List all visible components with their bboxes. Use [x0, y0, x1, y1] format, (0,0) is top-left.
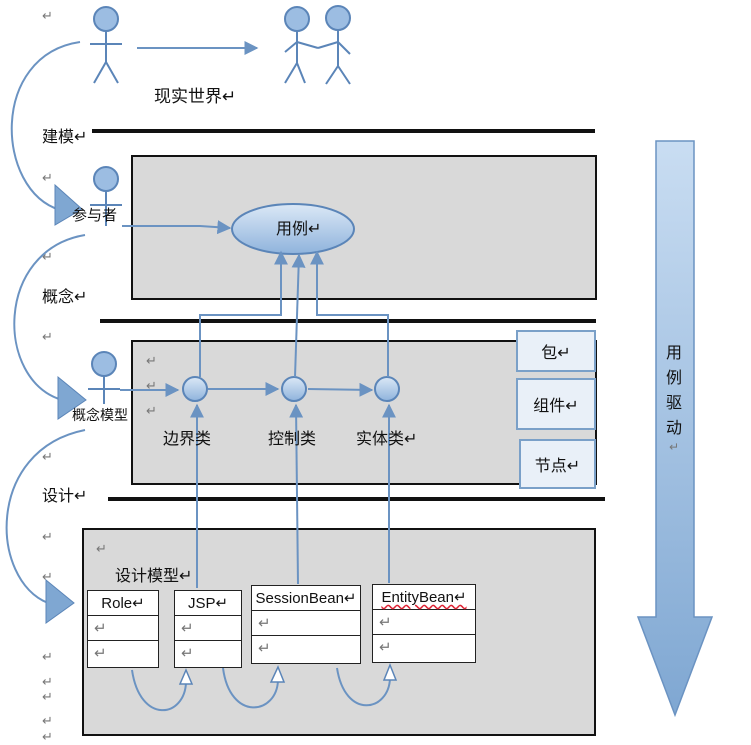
sessionbean-to-entitybean-curve — [336, 667, 391, 707]
class-methods: ↵ — [181, 645, 194, 662]
component-box[interactable]: 组件↵ — [516, 378, 596, 430]
curve-arrow-concept — [13, 234, 86, 401]
return-mark: ↵ — [42, 650, 53, 665]
node-box[interactable]: 节点↵ — [519, 439, 596, 489]
participant-actor-icon — [90, 166, 122, 226]
actors-handshake-icon — [284, 5, 351, 85]
modeling-label: 建模↵ — [42, 127, 88, 146]
entity-class-node[interactable] — [374, 376, 400, 402]
class-name-jsp: JSP↵ — [175, 591, 241, 616]
role-to-jsp-arrowhead-icon — [178, 668, 194, 685]
return-mark: ↵ — [42, 570, 53, 585]
class-attributes: ↵ — [373, 610, 475, 635]
class-attributes: ↵ — [88, 616, 158, 641]
use-case-driven-label: 用 例 驱 动 ↵ — [665, 343, 682, 454]
component-label: 组件↵ — [533, 396, 579, 415]
return-mark: ↵ — [42, 171, 53, 186]
entity-class-label: 实体类↵ — [356, 429, 418, 448]
use-case-driven-arrow — [636, 140, 714, 718]
class-box-sessionbean[interactable]: SessionBean↵ ↵ ↵ — [251, 585, 361, 664]
arrowhead-concept-icon — [57, 375, 87, 420]
curve-arrow-modeling — [10, 41, 81, 211]
entity-to-usecase-arrow — [310, 250, 389, 377]
boundary-to-usecase-arrow — [199, 250, 288, 377]
return-mark: ↵ — [42, 250, 53, 265]
return-mark: ↵ — [42, 450, 53, 465]
jsp-to-sessionbean-curve — [222, 667, 279, 709]
arrowhead-modeling-icon — [54, 183, 83, 226]
rule-modeling — [92, 129, 595, 133]
class-attributes: ↵ — [175, 616, 241, 641]
class-methods: ↵ — [258, 640, 271, 657]
rule-design — [108, 497, 605, 501]
return-mark: ↵ — [42, 714, 53, 729]
class-name-sessionbean: SessionBean↵ — [252, 586, 360, 611]
return-mark: ↵ — [146, 404, 157, 419]
class-methods: ↵ — [379, 639, 392, 656]
return-mark: ↵ — [42, 730, 53, 745]
real-world-label: 现实世界↵ — [154, 87, 237, 107]
boundary-class-label: 边界类 — [163, 429, 212, 448]
rule-concept — [100, 319, 596, 323]
class-box-jsp[interactable]: JSP↵ ↵ ↵ — [174, 590, 242, 668]
return-mark: ↵ — [96, 542, 107, 557]
concept-actor-icon — [88, 351, 120, 404]
class-box-entitybean[interactable]: EntityBean↵ ↵ ↵ — [372, 584, 476, 663]
design-model-label: 设计模型↵ — [115, 566, 193, 585]
return-mark: ↵ — [42, 330, 53, 345]
class-name-entitybean: EntityBean↵ — [381, 589, 467, 606]
return-mark: ↵ — [146, 379, 157, 394]
control-class-node[interactable] — [281, 376, 307, 402]
sessionbean-to-control-arrow — [289, 403, 304, 585]
return-mark: ↵ — [146, 354, 157, 369]
boundary-class-node[interactable] — [182, 376, 208, 402]
node-label: 节点↵ — [534, 456, 581, 475]
arrowhead-design-icon — [45, 578, 75, 624]
sessionbean-to-entitybean-arrowhead-icon — [382, 662, 398, 681]
class-attributes: ↵ — [252, 611, 360, 636]
jsp-to-sessionbean-arrowhead-icon — [269, 665, 286, 683]
return-mark: ↵ — [42, 675, 53, 690]
concept-model-label: 概念模型 — [72, 408, 128, 424]
concept-label: 概念↵ — [42, 287, 88, 306]
curve-arrow-design — [5, 429, 86, 604]
participant-label: 参与者 — [72, 206, 118, 224]
return-mark: ↵ — [42, 530, 53, 545]
participant-to-usecase-arrow — [122, 220, 232, 235]
return-mark: ↵ — [42, 690, 53, 705]
package-box[interactable]: 包↵ — [516, 330, 596, 372]
return-mark: ↵ — [42, 9, 53, 24]
control-class-label: 控制类 — [268, 429, 317, 448]
class-box-role[interactable]: Role↵ ↵ ↵ — [87, 590, 159, 668]
class-name-role: Role↵ — [88, 591, 158, 616]
design-label: 设计↵ — [42, 486, 88, 505]
class-methods: ↵ — [94, 645, 107, 662]
package-label: 包↵ — [541, 343, 571, 362]
use-case-label: 用例↵ — [276, 219, 322, 238]
role-to-jsp-curve — [131, 669, 187, 712]
actor-icon-user — [90, 6, 122, 84]
control-to-usecase-arrow — [291, 253, 306, 378]
control-to-entity-arrow — [307, 382, 374, 397]
